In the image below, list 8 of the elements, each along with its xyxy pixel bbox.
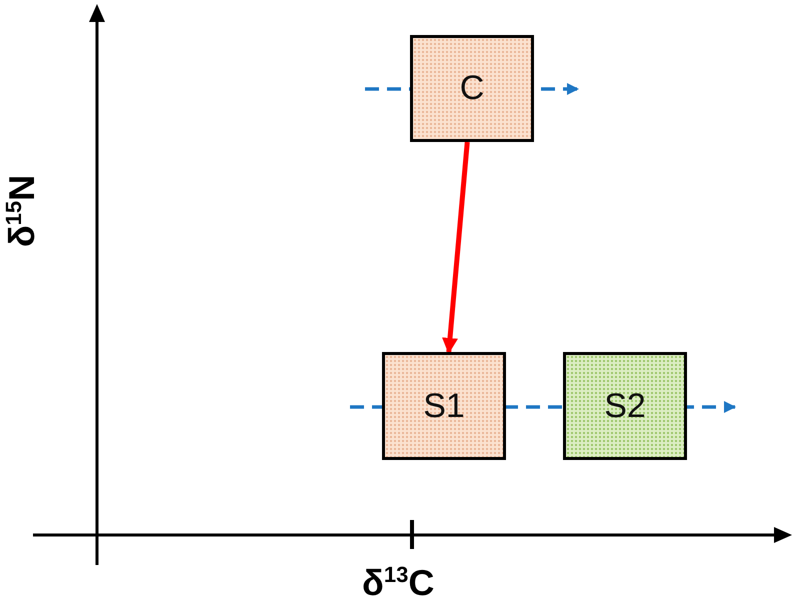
box-label: S1 <box>423 386 465 426</box>
box-label: C <box>460 69 484 108</box>
box-label: S2 <box>604 386 646 426</box>
sample-box <box>382 352 506 460</box>
sample-box <box>563 352 687 460</box>
axis-label: δ$^{13}$C <box>362 562 434 604</box>
sample-box <box>410 35 534 142</box>
arrow <box>442 142 470 354</box>
